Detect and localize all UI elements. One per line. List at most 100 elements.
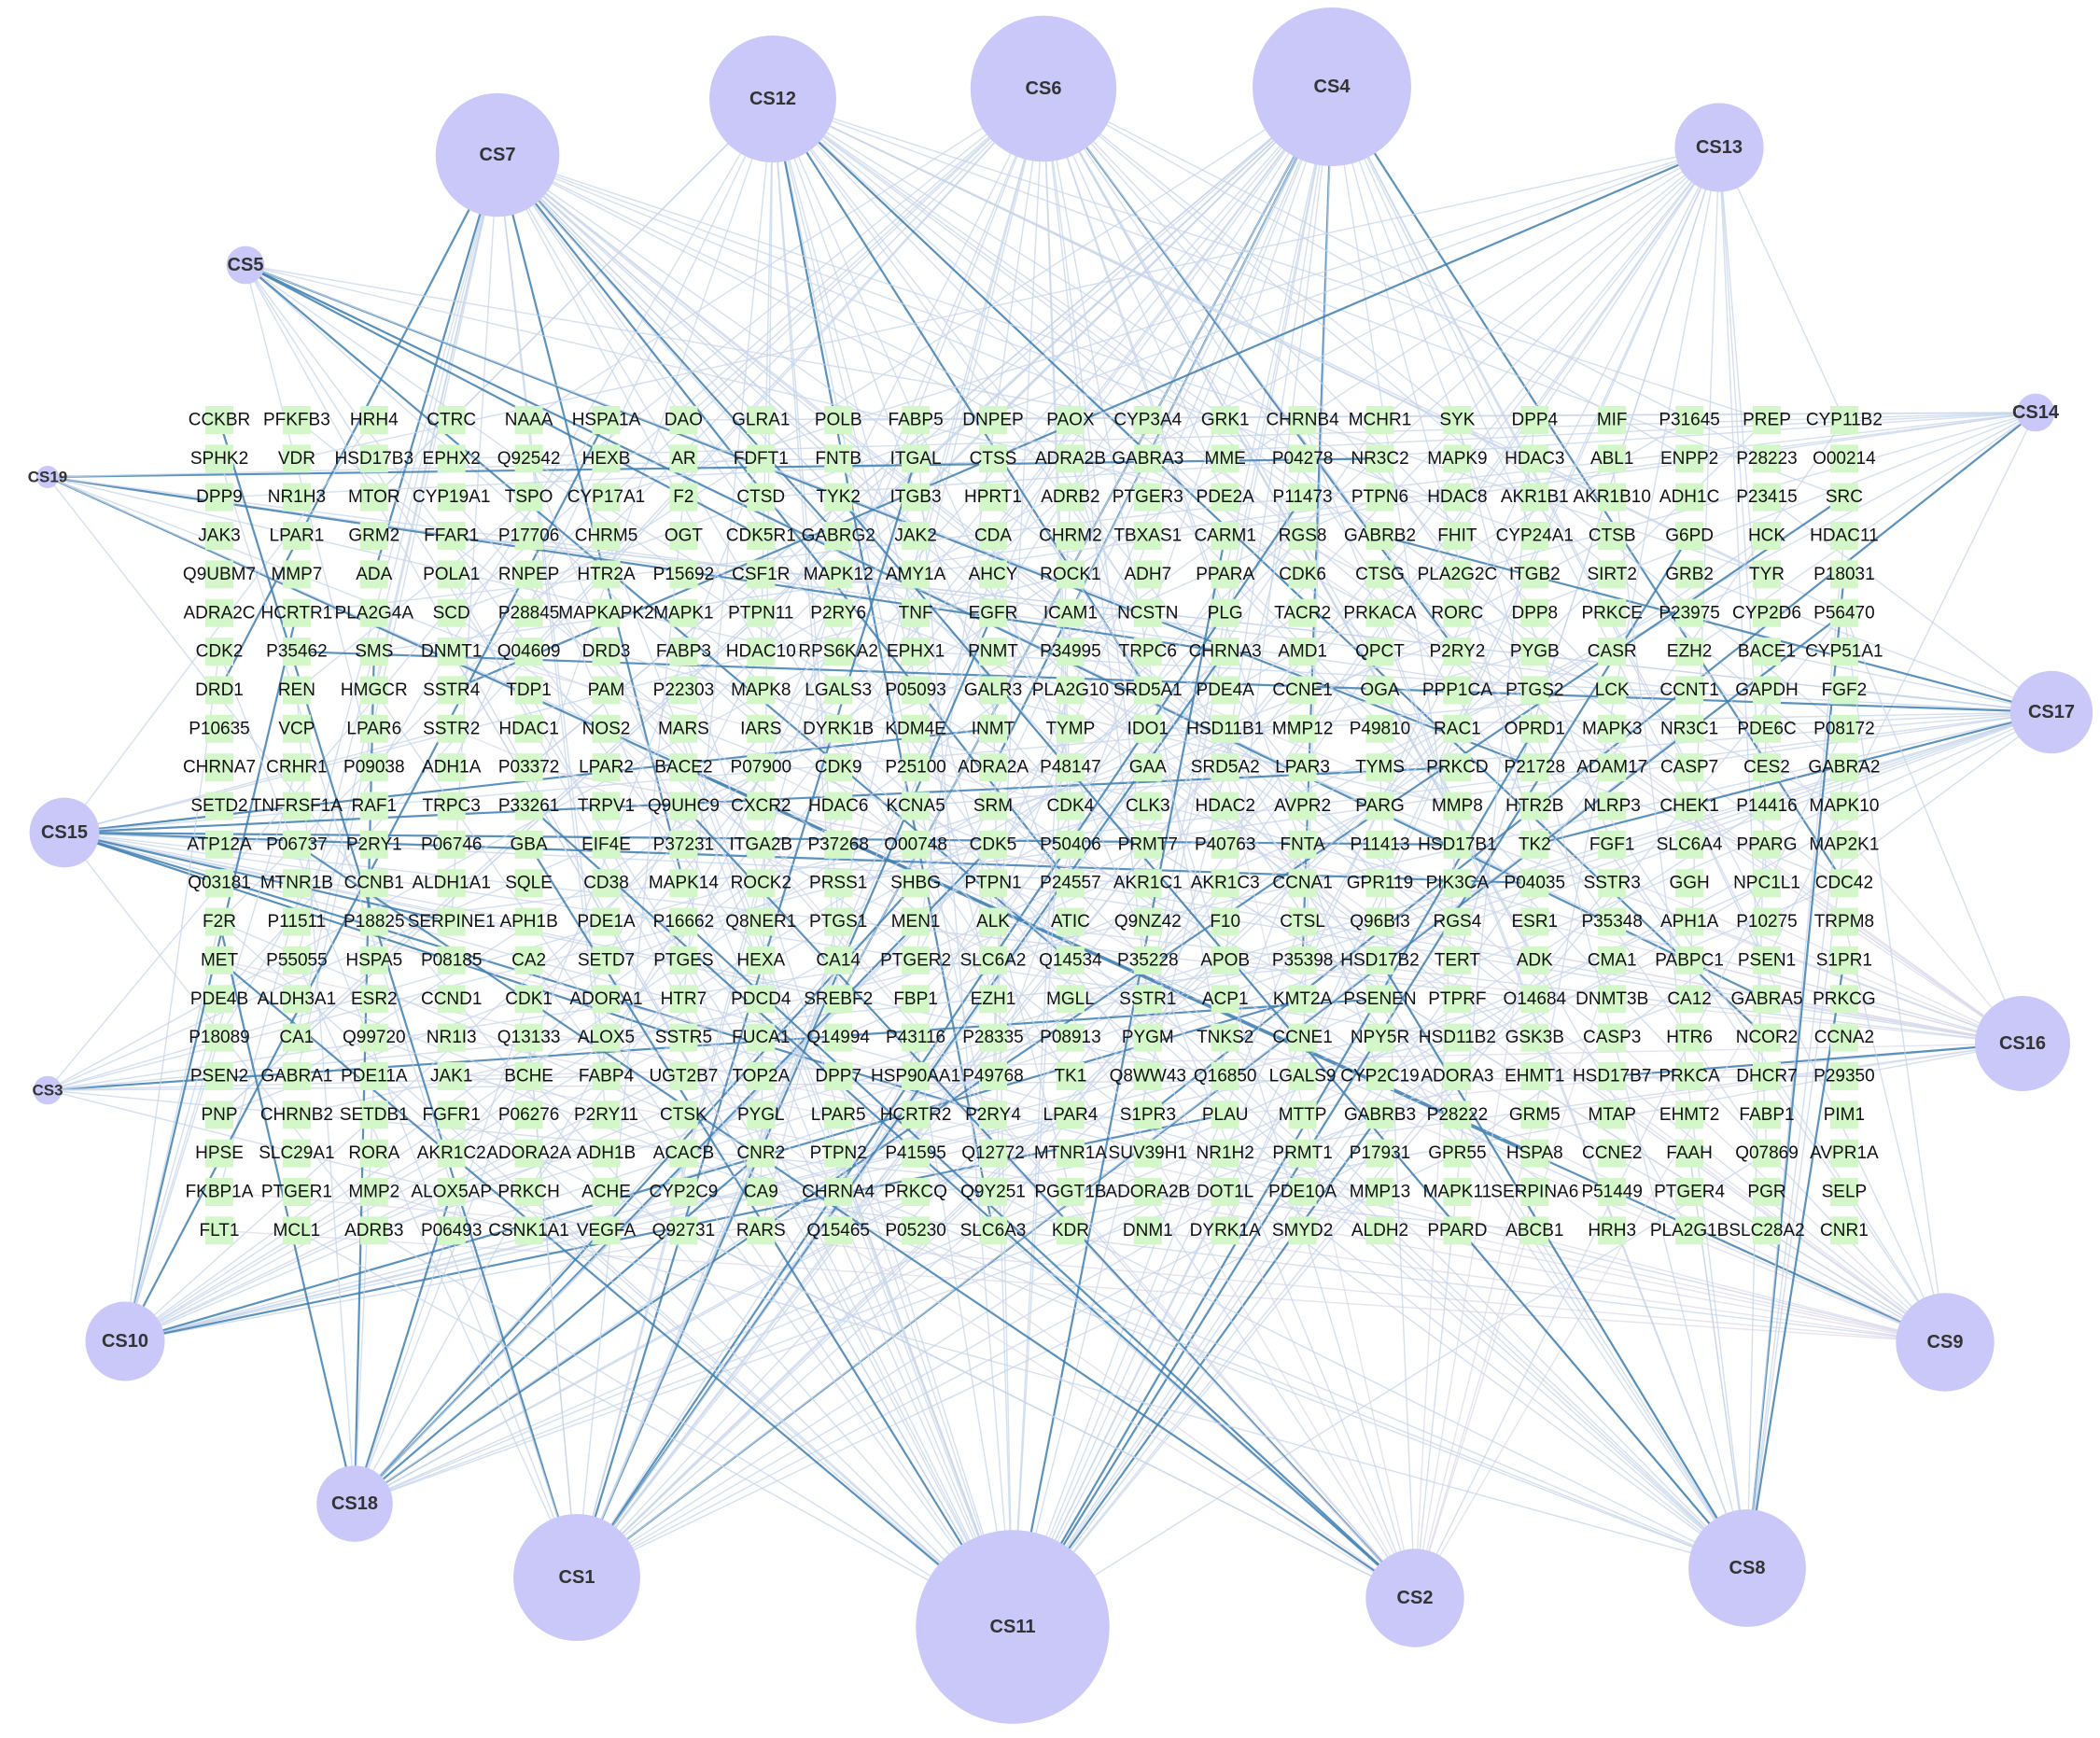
compound-node-cs17[interactable]: CS17	[2009, 670, 2093, 754]
target-node-gabra3[interactable]: GABRA3	[1112, 444, 1183, 473]
target-node-pla2g2c[interactable]: PLA2G2C	[1418, 560, 1498, 589]
target-node-ggh[interactable]: GGH	[1669, 869, 1710, 898]
target-node-vegfa[interactable]: VEGFA	[577, 1216, 637, 1245]
target-node-cdk4[interactable]: CDK4	[1047, 792, 1095, 820]
target-node-htr7[interactable]: HTR7	[661, 985, 707, 1014]
target-node-grk1[interactable]: GRK1	[1201, 406, 1250, 434]
target-node-p06746[interactable]: P06746	[421, 830, 483, 859]
target-node-mcl1[interactable]: MCL1	[273, 1216, 321, 1245]
target-node-nr3c1[interactable]: NR3C1	[1660, 714, 1718, 743]
target-node-cdk9[interactable]: CDK9	[815, 753, 862, 782]
target-node-psen1[interactable]: PSEN1	[1738, 946, 1796, 974]
target-node-p10275[interactable]: P10275	[1736, 907, 1798, 936]
target-node-ptger3[interactable]: PTGER3	[1113, 483, 1183, 512]
target-node-p16662[interactable]: P16662	[653, 907, 715, 936]
target-node-hrh3[interactable]: HRH3	[1588, 1216, 1636, 1245]
target-node-cckbr[interactable]: CCKBR	[189, 406, 251, 434]
target-node-adrb2[interactable]: ADRB2	[1041, 483, 1100, 512]
target-node-p35348[interactable]: P35348	[1581, 907, 1643, 936]
target-node-pla2g10[interactable]: PLA2G10	[1032, 676, 1109, 705]
compound-node-cs9[interactable]: CS9	[1896, 1293, 1995, 1392]
target-node-ncor2[interactable]: NCOR2	[1736, 1023, 1799, 1052]
target-node-gba[interactable]: GBA	[511, 830, 548, 859]
target-node-mgll[interactable]: MGLL	[1046, 985, 1095, 1014]
target-node-hrh4[interactable]: HRH4	[350, 406, 399, 434]
target-node-fabp3[interactable]: FABP3	[656, 638, 711, 666]
target-node-rora[interactable]: RORA	[348, 1139, 400, 1168]
target-node-srd5a1[interactable]: SRD5A1	[1113, 676, 1183, 705]
target-node-p08913[interactable]: P08913	[1040, 1023, 1101, 1052]
target-node-p55055[interactable]: P55055	[266, 946, 328, 974]
target-node-plau[interactable]: PLAU	[1202, 1100, 1249, 1129]
target-node-s1pr3[interactable]: S1PR3	[1120, 1100, 1176, 1129]
target-node-adam17[interactable]: ADAM17	[1576, 753, 1647, 782]
target-node-gabrb2[interactable]: GABRB2	[1344, 522, 1416, 551]
target-node-syk[interactable]: SYK	[1439, 406, 1476, 434]
target-node-tnks2[interactable]: TNKS2	[1197, 1023, 1253, 1052]
target-node-acacb[interactable]: ACACB	[653, 1139, 714, 1168]
target-node-itgb3[interactable]: ITGB3	[890, 483, 942, 512]
compound-node-cs7[interactable]: CS7	[435, 92, 560, 217]
target-node-slc6a3[interactable]: SLC6A3	[960, 1216, 1027, 1245]
target-node-p2ry2[interactable]: P2RY2	[1429, 638, 1485, 666]
target-node-atp12a[interactable]: ATP12A	[187, 830, 252, 859]
target-node-cyp2c19[interactable]: CYP2C19	[1340, 1061, 1420, 1090]
target-node-scd[interactable]: SCD	[433, 598, 470, 627]
target-node-bace2[interactable]: BACE2	[654, 753, 713, 782]
target-node-trpm8[interactable]: TRPM8	[1814, 907, 1874, 936]
target-node-sms[interactable]: SMS	[355, 638, 393, 666]
target-node-lck[interactable]: LCK	[1595, 676, 1630, 705]
target-node-q16850[interactable]: Q16850	[1194, 1061, 1257, 1090]
target-node-p14416[interactable]: P14416	[1736, 792, 1798, 820]
target-node-p06276[interactable]: P06276	[498, 1100, 560, 1129]
target-node-mars[interactable]: MARS	[658, 714, 709, 743]
compound-node-cs6[interactable]: CS6	[970, 15, 1117, 162]
target-node-oprd1[interactable]: OPRD1	[1505, 714, 1565, 743]
target-node-cxcr2[interactable]: CXCR2	[731, 792, 791, 820]
target-node-p56470[interactable]: P56470	[1813, 598, 1875, 627]
target-node-hsd17b2[interactable]: HSD17B2	[1340, 946, 1420, 974]
target-node-prkce[interactable]: PRKCE	[1581, 598, 1643, 627]
target-node-cdk5r1[interactable]: CDK5R1	[726, 522, 796, 551]
target-node-p28223[interactable]: P28223	[1736, 444, 1798, 473]
target-node-prkcd[interactable]: PRKCD	[1426, 753, 1489, 782]
target-node-mme[interactable]: MME	[1205, 444, 1246, 473]
target-node-adrb3[interactable]: ADRB3	[344, 1216, 403, 1245]
target-node-hspa5[interactable]: HSPA5	[345, 946, 402, 974]
target-node-hsd11b2[interactable]: HSD11B2	[1419, 1023, 1496, 1052]
target-node-akr1b1[interactable]: AKR1B1	[1501, 483, 1569, 512]
target-node-p07900[interactable]: P07900	[731, 753, 792, 782]
target-node-ctsd[interactable]: CTSD	[736, 483, 785, 512]
target-node-ephx2[interactable]: EPHX2	[423, 444, 481, 473]
target-node-ctsg[interactable]: CTSG	[1355, 560, 1405, 589]
target-node-tert[interactable]: TERT	[1435, 946, 1481, 974]
target-node-plg[interactable]: PLG	[1208, 598, 1243, 627]
target-node-cd38[interactable]: CD38	[583, 869, 629, 898]
target-node-q96bi3[interactable]: Q96BI3	[1350, 907, 1410, 936]
target-node-dnm1[interactable]: DNM1	[1123, 1216, 1173, 1245]
target-node-mapk9[interactable]: MAPK9	[1427, 444, 1488, 473]
target-node-kdm4e[interactable]: KDM4E	[885, 714, 946, 743]
target-node-nlrp3[interactable]: NLRP3	[1584, 792, 1641, 820]
compound-node-cs2[interactable]: CS2	[1365, 1549, 1464, 1647]
target-node-fhit[interactable]: FHIT	[1437, 522, 1477, 551]
target-node-cyp11b2[interactable]: CYP11B2	[1806, 406, 1883, 434]
target-node-cyp17a1[interactable]: CYP17A1	[567, 483, 645, 512]
target-node-lpar1[interactable]: LPAR1	[270, 522, 325, 551]
target-node-ctss[interactable]: CTSS	[970, 444, 1017, 473]
target-node-p41595[interactable]: P41595	[885, 1139, 946, 1168]
target-node-hprt1[interactable]: HPRT1	[964, 483, 1022, 512]
target-node-clk3[interactable]: CLK3	[1126, 792, 1170, 820]
target-node-prkaca[interactable]: PRKACA	[1343, 598, 1417, 627]
target-node-tk2[interactable]: TK2	[1519, 830, 1551, 859]
target-node-inmt[interactable]: INMT	[972, 714, 1015, 743]
target-node-galr3[interactable]: GALR3	[964, 676, 1022, 705]
target-node-p18825[interactable]: P18825	[343, 907, 405, 936]
target-node-p31645[interactable]: P31645	[1659, 406, 1720, 434]
target-node-chrna3[interactable]: CHRNA3	[1189, 638, 1262, 666]
target-node-adra2c[interactable]: ADRA2C	[183, 598, 256, 627]
target-node-itgb2[interactable]: ITGB2	[1509, 560, 1561, 589]
target-node-q04609[interactable]: Q04609	[497, 638, 561, 666]
target-node-ces2[interactable]: CES2	[1743, 753, 1790, 782]
target-node-p10635[interactable]: P10635	[189, 714, 250, 743]
